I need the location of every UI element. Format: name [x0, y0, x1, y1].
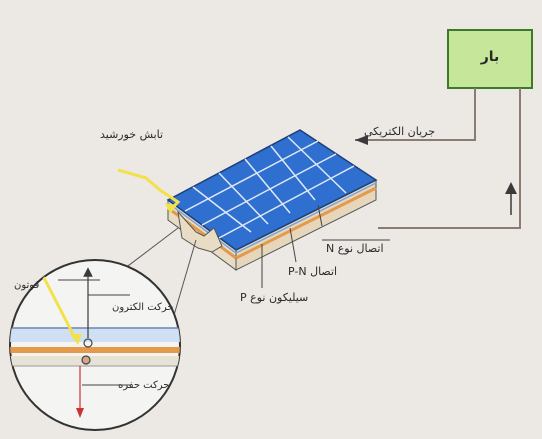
- label-n-junction: اتصال نوع N: [326, 242, 384, 255]
- load-label: بار: [480, 49, 500, 65]
- zoom-connector-bottom: [171, 239, 197, 323]
- current-arrow: [355, 135, 368, 145]
- label-hole-motion: حرکت حفره: [118, 380, 170, 391]
- panel-notch: [177, 210, 223, 253]
- zoom-circle: [9, 259, 181, 431]
- orange-layer-right: [235, 186, 377, 260]
- label-electron-motion: حرکت الکترون: [112, 302, 174, 313]
- leader-pn: [289, 227, 297, 263]
- leader-n: [317, 204, 323, 227]
- zoom-content: [10, 267, 180, 418]
- sun-ray: [117, 168, 181, 212]
- zoom-connector-top: [119, 227, 179, 273]
- label-pn-junction: اتصال P-N: [288, 265, 338, 278]
- label-p-silicon: سیلیکون نوع P: [240, 291, 309, 304]
- label-sunlight: تابش خورشید: [100, 128, 164, 141]
- wire-right: [378, 88, 521, 229]
- blue-layer-front: [167, 202, 237, 254]
- label-electric-current: جریان الکتریکی: [364, 125, 436, 138]
- wire-top: [355, 88, 476, 141]
- blue-layer-right: [235, 182, 377, 254]
- label-photon: فوتون: [14, 280, 40, 291]
- panel-grid: [184, 136, 355, 239]
- load-box: [447, 29, 533, 89]
- sun-ray-head: [165, 203, 177, 214]
